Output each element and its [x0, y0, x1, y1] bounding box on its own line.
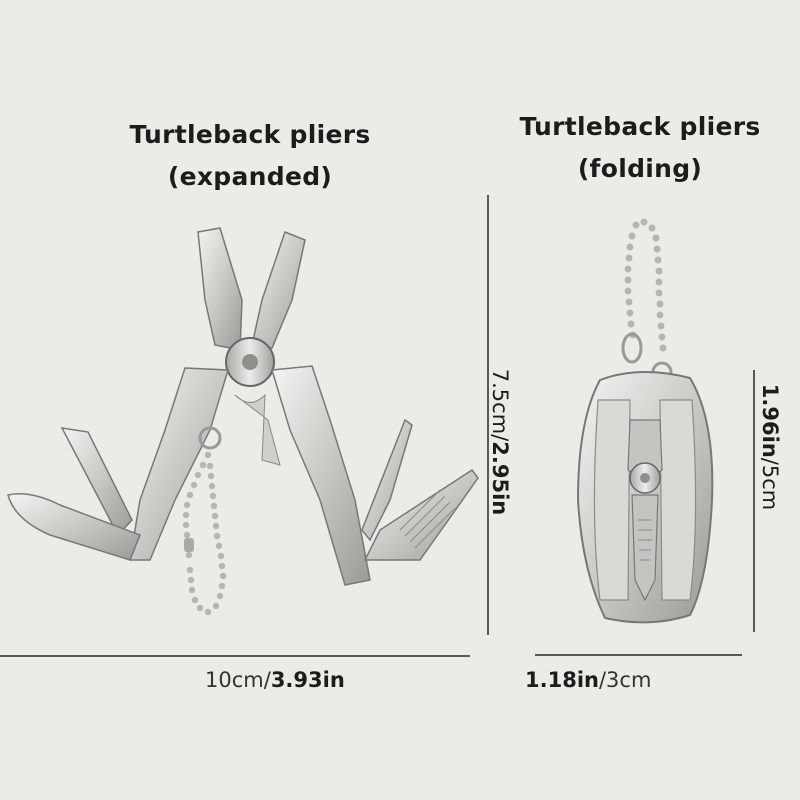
- folding-title-line1: Turtleback pliers: [519, 112, 761, 141]
- folding-pliers-image: [576, 218, 714, 624]
- expanded-height-label: 7.5cm/2.95in: [488, 337, 512, 547]
- left-jaw: [197, 227, 243, 351]
- folding-height-imperial: 1.96in: [758, 383, 782, 458]
- expanded-height-imperial: 2.95in: [488, 441, 512, 516]
- expanded-title-line2: (expanded): [167, 162, 333, 191]
- folding-width-label: 1.18in/3cm: [525, 668, 651, 692]
- folding-width-metric: 3cm: [606, 668, 652, 692]
- left-handle: [129, 367, 229, 561]
- file-tool: [363, 468, 479, 561]
- right-jaw: [251, 231, 306, 349]
- expanded-height-metric: 7.5cm: [488, 368, 512, 435]
- saw-blade: [361, 418, 413, 542]
- folding-width-imperial: 1.18in: [525, 668, 599, 692]
- expanded-width-label: 10cm/3.93in: [205, 668, 345, 692]
- expanded-width-separator: /: [263, 668, 271, 692]
- folding-height-metric: 5cm: [758, 464, 782, 511]
- expanded-title: Turtleback pliers (expanded): [90, 114, 410, 198]
- knife-blade: [60, 427, 133, 537]
- expanded-pliers-image: [7, 227, 479, 616]
- expanded-width-imperial: 3.93in: [270, 668, 345, 692]
- folding-height-label: 1.96in/5cm: [758, 357, 782, 537]
- spring: [234, 393, 281, 466]
- folding-width-separator: /: [598, 668, 607, 692]
- folding-title: Turtleback pliers (folding): [480, 106, 800, 190]
- folding-height-separator: /: [758, 457, 782, 465]
- right-handle: [271, 365, 371, 586]
- folding-title-line2: (folding): [577, 154, 703, 183]
- expanded-width-metric: 10cm: [205, 668, 264, 692]
- expanded-title-line1: Turtleback pliers: [129, 120, 371, 149]
- bottle-opener: [7, 493, 141, 561]
